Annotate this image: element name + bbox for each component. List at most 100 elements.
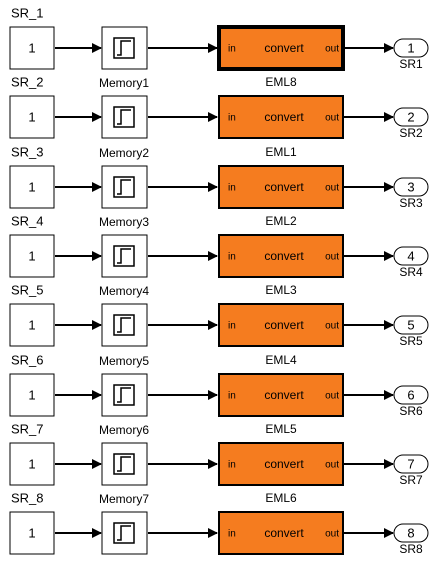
constant-value: 1 xyxy=(28,317,35,332)
memory-icon xyxy=(113,245,135,267)
eml-block[interactable] xyxy=(217,25,345,71)
source-label: SR_4 xyxy=(11,213,44,228)
eml-function-name: convert xyxy=(264,318,304,332)
memory-label: Memory2 xyxy=(99,146,149,160)
memory-block[interactable] xyxy=(101,511,148,555)
memory-step-icon xyxy=(117,525,131,541)
memory-block[interactable] xyxy=(101,442,148,486)
outport-label: SR4 xyxy=(399,265,423,279)
eml-block[interactable] xyxy=(218,165,344,209)
constant-value: 1 xyxy=(28,40,35,55)
memory-icon xyxy=(113,384,135,406)
constant-block[interactable] xyxy=(9,234,55,278)
outport-block[interactable] xyxy=(393,454,429,474)
memory-step-icon xyxy=(117,387,131,403)
outport-label: SR3 xyxy=(399,196,423,210)
eml-in-port-label: in xyxy=(228,44,236,55)
constant-block[interactable] xyxy=(9,165,55,209)
eml-out-port-label: out xyxy=(325,252,339,263)
eml-label: EML2 xyxy=(265,214,297,228)
outport-block[interactable] xyxy=(393,246,429,266)
outport-label: SR7 xyxy=(399,473,423,487)
constant-value: 1 xyxy=(28,456,35,471)
constant-block[interactable] xyxy=(9,373,55,417)
memory-icon xyxy=(113,37,135,59)
eml-block[interactable] xyxy=(218,511,344,555)
eml-in-port-label: in xyxy=(228,460,236,471)
memory-block[interactable] xyxy=(101,95,148,139)
outport-block[interactable] xyxy=(393,523,429,543)
memory-label: Memory3 xyxy=(99,215,149,229)
constant-block[interactable] xyxy=(9,26,55,70)
memory-block[interactable] xyxy=(101,165,148,209)
eml-function-name: convert xyxy=(264,41,304,55)
memory-icon xyxy=(113,176,135,198)
memory-step-icon xyxy=(117,109,131,125)
source-label: SR_3 xyxy=(11,144,44,159)
eml-label: EML1 xyxy=(265,145,297,159)
eml-block[interactable] xyxy=(218,234,344,278)
eml-function-name: convert xyxy=(264,180,304,194)
eml-in-port-label: in xyxy=(228,113,236,124)
memory-icon xyxy=(113,106,135,128)
eml-out-port-label: out xyxy=(325,44,339,55)
source-label: SR_1 xyxy=(11,5,44,20)
outport-block[interactable] xyxy=(393,385,429,405)
eml-out-port-label: out xyxy=(325,460,339,471)
eml-label: EML4 xyxy=(265,353,297,367)
constant-block[interactable] xyxy=(9,442,55,486)
constant-value: 1 xyxy=(28,179,35,194)
outport-label: SR8 xyxy=(399,542,423,556)
eml-function-name: convert xyxy=(264,388,304,402)
memory-block[interactable] xyxy=(101,26,148,70)
constant-block[interactable] xyxy=(9,303,55,347)
memory-block[interactable] xyxy=(101,373,148,417)
source-label: SR_2 xyxy=(11,74,44,89)
outport-number: 5 xyxy=(407,317,414,332)
constant-block[interactable] xyxy=(9,511,55,555)
source-label: SR_5 xyxy=(11,282,44,297)
eml-out-port-label: out xyxy=(325,529,339,540)
outport-block[interactable] xyxy=(393,107,429,127)
eml-function-name: convert xyxy=(264,249,304,263)
outport-label: SR6 xyxy=(399,404,423,418)
eml-out-port-label: out xyxy=(325,183,339,194)
source-label: SR_6 xyxy=(11,352,44,367)
memory-icon xyxy=(113,522,135,544)
eml-label: EML6 xyxy=(265,491,297,505)
eml-in-port-label: in xyxy=(228,321,236,332)
outport-block[interactable] xyxy=(393,38,429,58)
memory-block[interactable] xyxy=(101,303,148,347)
constant-value: 1 xyxy=(28,387,35,402)
eml-out-port-label: out xyxy=(325,391,339,402)
memory-icon xyxy=(113,453,135,475)
source-label: SR_7 xyxy=(11,421,44,436)
eml-block[interactable] xyxy=(218,442,344,486)
constant-block[interactable] xyxy=(9,95,55,139)
outport-block[interactable] xyxy=(393,315,429,335)
outport-number: 6 xyxy=(407,387,414,402)
memory-label: Memory1 xyxy=(99,76,149,90)
memory-step-icon xyxy=(117,179,131,195)
outport-number: 4 xyxy=(407,248,414,263)
eml-block[interactable] xyxy=(218,373,344,417)
eml-label: EML5 xyxy=(265,422,297,436)
outport-block[interactable] xyxy=(393,177,429,197)
memory-block[interactable] xyxy=(101,234,148,278)
eml-block[interactable] xyxy=(218,303,344,347)
outport-number: 3 xyxy=(407,179,414,194)
source-label: SR_8 xyxy=(11,490,44,505)
memory-step-icon xyxy=(117,317,131,333)
constant-value: 1 xyxy=(28,109,35,124)
eml-out-port-label: out xyxy=(325,321,339,332)
eml-block[interactable] xyxy=(218,95,344,139)
constant-value: 1 xyxy=(28,248,35,263)
